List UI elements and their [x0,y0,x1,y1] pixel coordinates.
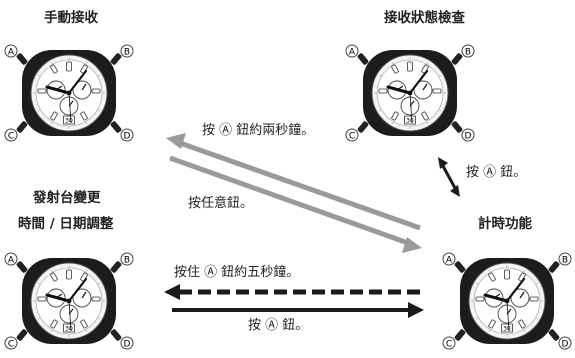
label-press-any-button: 按任意鈕。 [188,196,254,211]
title-time-date-adjust: 時間 / 日期調整 [18,216,114,232]
arrow-status-stopwatch [438,157,460,197]
date-window-3: 30 [65,326,73,333]
arrow-hold-a-dashed [164,284,420,300]
watch-stopwatch [441,251,573,351]
title-receive-status-check: 接收狀態檢查 [384,10,465,26]
watch-manual-receive [3,43,135,143]
label-press-a-right: 按 Ⓐ 鈕。 [466,165,527,180]
label-press-a-bottom: 按 Ⓐ 鈕。 [248,318,309,333]
date-window-4: 30 [503,326,511,333]
watch-receive-status-check [344,43,476,143]
watch-time-date-adjust [3,251,135,351]
arrow-any-button [169,155,422,253]
date-window-1: 30 [65,118,73,125]
arrow-press-a-solid [172,302,424,318]
label-hold-a-five-seconds: 按住 Ⓐ 鈕約五秒鐘。 [174,265,300,280]
title-stopwatch: 計時功能 [478,216,532,232]
date-window-2: 30 [406,118,414,125]
label-press-a-two-seconds: 按 Ⓐ 鈕約兩秒鐘。 [202,123,315,138]
title-manual-receive: 手動接收 [44,10,98,26]
title-station-change: 發射台變更 [33,190,101,206]
arrow-to-manual-receive [166,133,421,231]
